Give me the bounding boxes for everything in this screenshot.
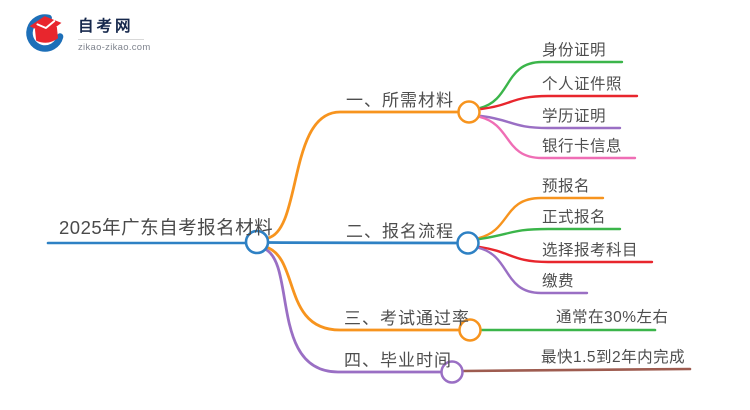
leaf-line-bankcard <box>478 115 637 160</box>
branch-line-pass-rate <box>264 245 460 332</box>
branch-line-process <box>267 241 459 245</box>
leaf-line-formal-register <box>478 227 622 241</box>
root-node-label: 2025年广东自考报名材料 <box>59 217 274 238</box>
leaf-line-pay-fee <box>477 246 589 295</box>
logo-text-block: 自考网 zikao-zikao.com <box>78 8 151 53</box>
logo-domain: zikao-zikao.com <box>78 42 151 53</box>
logo-divider <box>78 39 144 40</box>
graduation-node-circle <box>440 360 464 384</box>
branch-label-pass-rate: 三、考试通过率 <box>344 309 470 328</box>
branch-line-graduation-time <box>263 247 443 374</box>
leaf-line-choose-subjects <box>478 245 654 264</box>
graduation-cap-icon <box>26 14 64 52</box>
site-logo: 自考网 zikao-zikao.com <box>24 8 151 56</box>
branch-line-materials <box>266 110 459 240</box>
materials-node-circle <box>457 100 481 124</box>
leaf-label-pay-fee: 缴费 <box>542 273 575 290</box>
leaf-label-pass-rate-value: 通常在30%左右 <box>556 309 669 326</box>
leaf-line-pre-register <box>477 196 605 240</box>
process-node-circle <box>456 231 480 255</box>
pass-rate-node-circle <box>458 318 482 342</box>
root-node-circle <box>244 229 270 255</box>
leaf-label-graduation-value: 最快1.5到2年内完成 <box>541 349 686 366</box>
leaf-label-bankcard: 银行卡信息 <box>542 138 623 155</box>
logo-title: 自考网 <box>78 18 134 35</box>
leaf-label-id-proof: 身份证明 <box>542 42 607 59</box>
leaf-label-formal-register: 正式报名 <box>542 209 607 226</box>
leaf-line-id-proof <box>478 60 624 110</box>
leaf-line-diploma <box>479 114 622 130</box>
leaf-line-photo <box>479 94 639 111</box>
leaf-line-graduation-time-value <box>461 367 692 373</box>
leaf-label-choose-subjects: 选择报考科目 <box>542 242 639 259</box>
branch-label-graduation-time: 四、毕业时间 <box>344 351 452 370</box>
leaf-label-photo: 个人证件照 <box>542 76 623 93</box>
leaf-label-pre-register: 预报名 <box>542 178 591 195</box>
branch-label-process: 二、报名流程 <box>346 222 454 241</box>
leaf-label-diploma: 学历证明 <box>542 108 607 125</box>
branch-label-materials: 一、所需材料 <box>346 91 454 110</box>
